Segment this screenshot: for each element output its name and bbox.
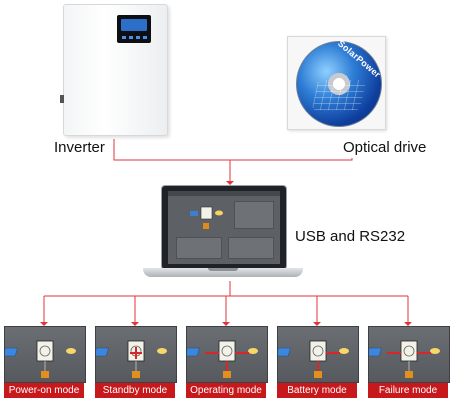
- solar-panel-artwork: [311, 80, 367, 110]
- inverter-button: [129, 36, 133, 39]
- inverter-to-drive-line: [113, 139, 353, 161]
- inverter-icon: [400, 340, 418, 362]
- arrowhead-3: [222, 322, 230, 326]
- mode-tile: [368, 326, 450, 383]
- inverter-label: Inverter: [54, 139, 105, 156]
- arrowhead-4: [313, 322, 321, 326]
- battery-icon: [223, 371, 231, 378]
- bulb-icon: [430, 348, 440, 354]
- battery-icon: [132, 371, 140, 378]
- cd-brand-text: SolarPower: [335, 38, 383, 80]
- mode-flow-diagram: [369, 340, 440, 378]
- inverter-icon: [309, 340, 327, 362]
- monitoring-software-window: [168, 191, 280, 264]
- inverter-icon: [218, 340, 236, 362]
- solar-panel-icon: [96, 347, 109, 357]
- arrowhead-5: [404, 322, 412, 326]
- bulb-icon: [339, 348, 349, 354]
- mode-flow-diagram: [96, 340, 167, 378]
- app-status-panel: [234, 201, 274, 229]
- battery-icon: [41, 371, 49, 378]
- arrowhead-2: [131, 322, 139, 326]
- mode-label: Power-on mode: [4, 383, 84, 398]
- inverter-display: [117, 15, 151, 43]
- mode-flow-diagram: [278, 340, 349, 378]
- bulb-icon: [157, 348, 167, 354]
- inverter-button: [136, 36, 140, 39]
- solar-panel-icon: [5, 347, 18, 357]
- mode-label: Standby mode: [95, 383, 175, 398]
- inverter-side-port: [60, 95, 64, 103]
- bulb-icon: [66, 348, 76, 354]
- laptop-base: [143, 268, 303, 277]
- mode-label: Operating mode: [186, 383, 266, 398]
- solar-panel-icon: [369, 347, 382, 357]
- inverter-button: [122, 36, 126, 39]
- optical-drive-label: Optical drive: [343, 139, 427, 156]
- mode-tile: [277, 326, 359, 383]
- laptop-notch: [208, 268, 238, 271]
- cd-sleeve: SolarPower: [287, 36, 386, 130]
- inverter-lcd: [121, 19, 147, 31]
- battery-icon: [405, 371, 413, 378]
- mode-label: Failure mode: [368, 383, 448, 398]
- bulb-icon: [248, 348, 258, 354]
- mode-tile: [186, 326, 268, 383]
- mode-flow-diagram: [5, 340, 76, 378]
- app-data-panel: [228, 237, 274, 259]
- battery-icon: [314, 371, 322, 378]
- laptop: [161, 185, 287, 270]
- inverter-button: [143, 36, 147, 39]
- mode-tile: [95, 326, 177, 383]
- laptop-arrowhead: [226, 181, 234, 185]
- app-flow-diagram: [190, 206, 223, 229]
- app-title-bar: [168, 191, 280, 196]
- inverter-device: [60, 4, 168, 136]
- connection-label: USB and RS232: [295, 228, 406, 245]
- mode-label: Battery mode: [277, 383, 357, 398]
- solar-panel-icon: [187, 347, 200, 357]
- app-data-panel: [176, 237, 222, 259]
- inverter-icon: [36, 340, 54, 362]
- cd-disc: SolarPower: [296, 38, 383, 127]
- mode-flow-diagram: [187, 340, 258, 378]
- arrowhead-1: [40, 322, 48, 326]
- mode-tile: [4, 326, 86, 383]
- solar-panel-icon: [278, 347, 291, 357]
